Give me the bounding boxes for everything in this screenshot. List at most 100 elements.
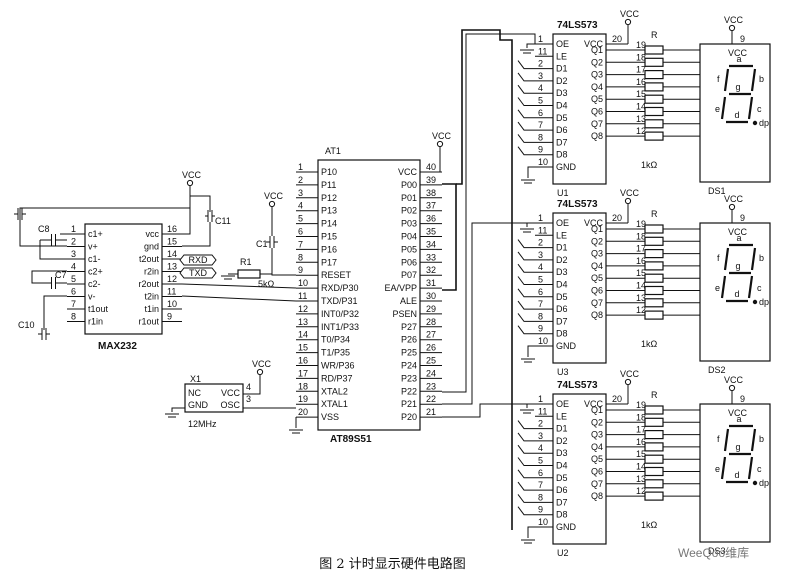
mcu-pin-p15: P15	[321, 232, 337, 242]
segment-g: g	[735, 82, 740, 92]
latch-pin-q4: Q4	[591, 82, 603, 92]
latch-vcc-terminal	[624, 18, 632, 26]
max232-pin-r2out: r2out	[138, 279, 159, 289]
mcu-pin-reset: RESET	[321, 270, 352, 280]
vcc-label: VCC	[620, 369, 640, 379]
latch-pin-number: 11	[538, 225, 547, 235]
mcu-pin-xtal1: XTAL1	[321, 399, 348, 409]
mcu-pin-number: 17	[298, 368, 308, 378]
segment-b: b	[759, 253, 764, 263]
data-bus-entry	[517, 263, 535, 273]
latch-pin-q3: Q3	[591, 70, 603, 80]
data-bus-entry	[517, 432, 535, 442]
latch-pin-number: 16	[636, 256, 646, 266]
latch-pin-gnd: GND	[556, 522, 577, 532]
mcu-pin-number: 25	[426, 356, 436, 366]
latch-pin-q5: Q5	[591, 94, 603, 104]
vcc-label: VCC	[724, 15, 744, 25]
segment-g: g	[735, 442, 740, 452]
latch-pin-number: 6	[538, 468, 543, 478]
data-bus-entry	[517, 276, 535, 285]
le-u2-wire	[442, 403, 535, 418]
mcu-pin-p26: P26	[401, 335, 417, 345]
latch-unit-label: U3	[557, 367, 569, 377]
latch-pin-le: LE	[556, 411, 567, 421]
latch-vcc-pin-number: 20	[612, 34, 622, 44]
resistor-value: 1kΩ	[641, 160, 658, 170]
max232-pin-number: 5	[71, 274, 76, 284]
latch-pin-number: 19	[636, 40, 646, 50]
oe-ground-wire	[526, 43, 535, 48]
mcu-pin-number: 34	[426, 239, 436, 249]
latch-pin-number: 17	[636, 425, 646, 435]
max232-pin-number: 3	[71, 249, 76, 259]
latch-pin-q5: Q5	[591, 273, 603, 283]
latch-pin-number: 19	[636, 400, 646, 410]
latch-pin-number: 15	[636, 89, 646, 99]
latch-pin-oe: OE	[556, 399, 569, 409]
mcu-pin-wr-p36: WR/P36	[321, 361, 355, 371]
mcu-pin-number: 36	[426, 214, 436, 224]
latch-pin-d4: D4	[556, 280, 568, 290]
latch-pin-oe: OE	[556, 39, 569, 49]
reset-wire	[271, 248, 296, 276]
segment-b: b	[759, 74, 764, 84]
reset-vcc-terminal	[268, 200, 276, 208]
r1-value: 5kΩ	[258, 279, 275, 289]
latch-pin-d1: D1	[556, 64, 568, 74]
mcu-pin-p11: P11	[321, 180, 336, 190]
latch-pin-q7: Q7	[591, 479, 603, 489]
latch-ground	[521, 179, 535, 184]
latch-pin-q1: Q1	[591, 45, 603, 55]
mcu-part-label: AT89S51	[330, 434, 372, 445]
latch-pin-number: 4	[538, 83, 543, 93]
display-vcc-label: VCC	[728, 408, 748, 418]
figure-caption: 图 2 计时显示硬件电路图	[319, 557, 466, 572]
latch-pin-number: 2	[538, 419, 543, 429]
mcu-pin-number: 20	[298, 407, 308, 417]
latch-pin-q1: Q1	[591, 224, 603, 234]
mcu-pin-number: 11	[298, 291, 307, 301]
latch-oe-ground	[520, 228, 534, 233]
vcc-label: VCC	[252, 359, 272, 369]
mcu-pin-number: 2	[298, 175, 303, 185]
current-limit-resistor	[644, 454, 664, 464]
mcu-vcc-terminal	[436, 140, 444, 148]
segment-e: e	[715, 283, 720, 293]
osc-pin-nc: NC	[188, 388, 201, 398]
osc-vcc-terminal	[256, 368, 264, 376]
p0-bus-stub	[442, 183, 457, 291]
display-vcc-terminal	[728, 384, 736, 392]
mcu-body	[317, 159, 421, 431]
mcu-pin-rd-p37: RD/P37	[321, 373, 353, 383]
latch-pin-number: 11	[538, 46, 547, 56]
current-limit-resistor	[644, 94, 664, 104]
display-ref: DS3	[708, 546, 726, 556]
latch-pin-number: 2	[538, 59, 543, 69]
latch-pin-number: 2	[538, 238, 543, 248]
latch-pin-number: 13	[636, 474, 646, 484]
latch-pin-q2: Q2	[591, 417, 603, 427]
latch-pin-number: 10	[538, 157, 548, 167]
latch-pin-d6: D6	[556, 125, 568, 135]
current-limit-resistor	[644, 310, 664, 320]
latch-pin-q3: Q3	[591, 249, 603, 259]
latch-vcc-label: VCC	[584, 218, 604, 228]
current-limit-resistor	[644, 466, 664, 477]
max232-pin-gnd: gnd	[144, 242, 159, 252]
latch-pin-d8: D8	[556, 150, 568, 160]
mcu-pin-number: 14	[298, 330, 308, 340]
display-ref: DS2	[708, 365, 726, 375]
mcu-pin-number: 18	[298, 381, 308, 391]
max232-pin-r1out: r1out	[138, 317, 159, 327]
segment-e: e	[715, 464, 720, 474]
c7-wire	[31, 270, 67, 284]
max232-pin-number: 1	[71, 224, 76, 234]
mcu-pin-rxd-p30: RXD/P30	[321, 283, 359, 293]
mcu-pin-number: 28	[426, 317, 436, 327]
segment-dp: dp	[759, 478, 769, 488]
latch-pin-q2: Q2	[591, 236, 603, 246]
segment-d: d	[734, 470, 739, 480]
latch-pin-number: 1	[538, 213, 543, 223]
